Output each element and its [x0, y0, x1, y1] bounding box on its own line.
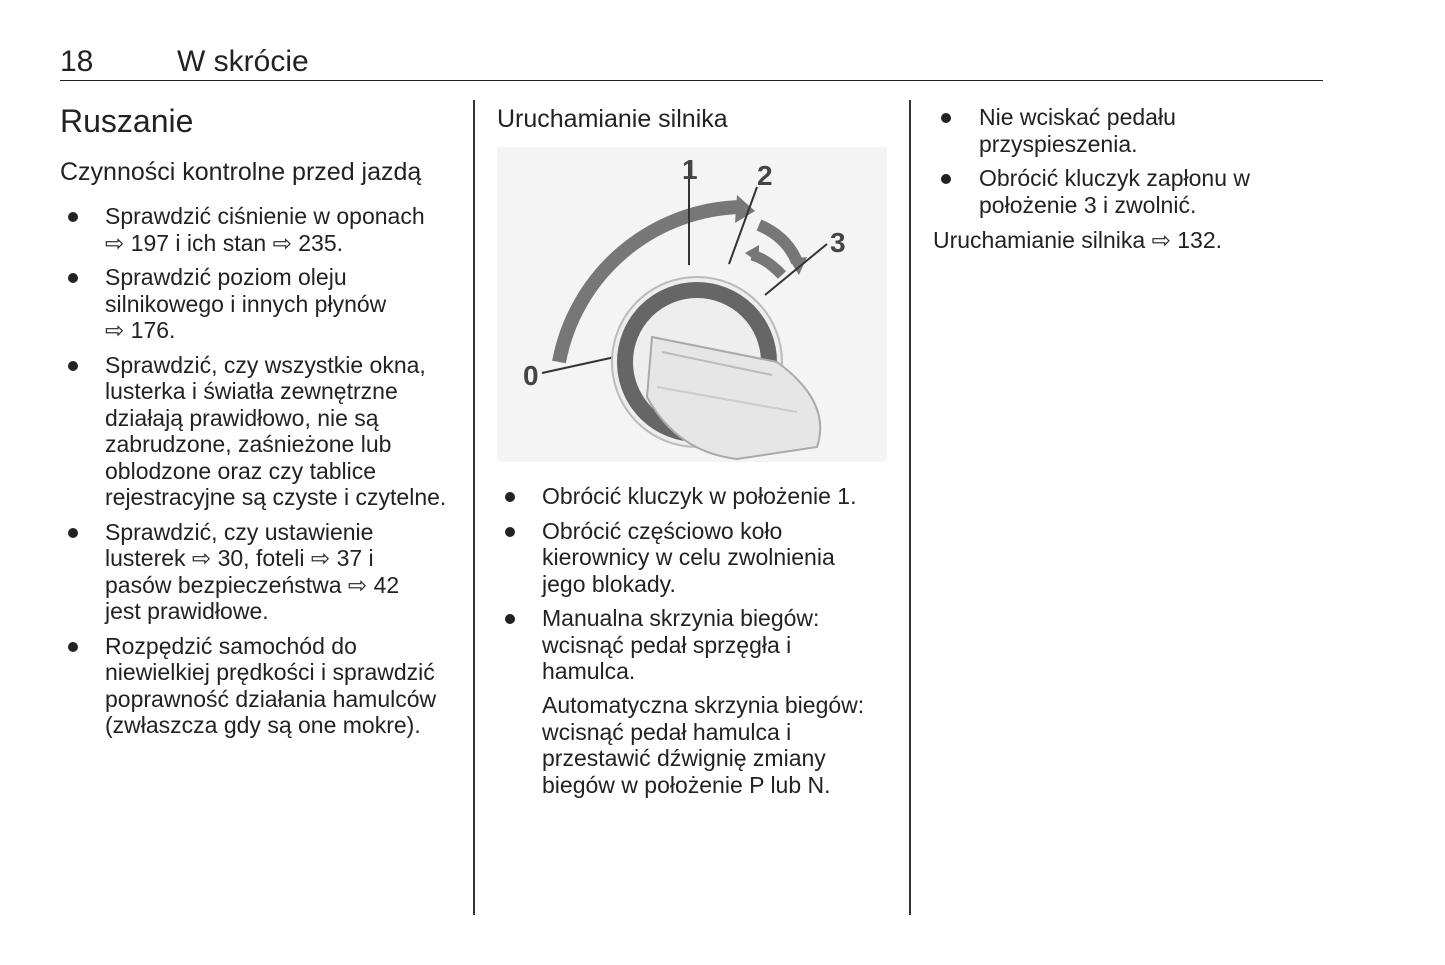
bullet-icon — [68, 641, 78, 652]
list-item-text: Nie wciskać pedału — [979, 104, 1176, 130]
bullet-icon — [505, 492, 515, 502]
list-item-text: Obrócić częściowo koło — [542, 517, 783, 544]
list-item-text: Obrócić kluczyk zapłonu w — [979, 165, 1250, 191]
list-item-text: położenie 3 i zwolnić. — [979, 191, 1197, 218]
paragraph-line: przestawić dźwignię zmiany — [542, 745, 826, 771]
position-label-0: 0 — [523, 360, 539, 391]
bullet-icon — [68, 273, 78, 283]
list-item-text: wcisnąć pedał sprzęgła i — [542, 631, 792, 658]
list-item-text: zabrudzone, zaśnieżone lub — [105, 431, 392, 457]
page-title: Ruszanie — [60, 103, 194, 139]
list-item: Sprawdzić, czy wszystkie okna,lusterka i… — [68, 352, 446, 511]
list-item-text: niewielkiej prędkości i sprawdzić — [105, 659, 435, 685]
position-label-1: 1 — [682, 154, 698, 185]
list-item-text: oblodzone oraz czy tablice — [105, 457, 377, 484]
list-item-text: Sprawdzić, czy wszystkie okna, — [105, 351, 426, 378]
list-item-text: Sprawdzić poziom oleju — [105, 264, 347, 290]
bullet-icon — [505, 526, 515, 537]
list-item-text: poprawność działania hamulców — [105, 685, 437, 712]
subheading: Czynności kontrolne przed jazdą — [60, 158, 422, 186]
section-title: W skrócie — [177, 45, 309, 78]
list-item-text: ⇨ 197 i ich stan ⇨ 235. — [105, 229, 344, 256]
list-item: Obrócić kluczyk w położenie 1. — [505, 483, 856, 510]
page-number: 18 — [60, 45, 94, 78]
bullet-icon — [68, 360, 78, 371]
paragraph-line: wcisnąć pedał hamulca i — [542, 718, 792, 745]
bullet-icon — [941, 174, 951, 184]
list-item-text: hamulca. — [542, 658, 636, 684]
list-item-text: pasów bezpieczeństwa ⇨ 42 — [105, 571, 400, 598]
list-item: Sprawdzić ciśnienie w oponach⇨ 197 i ich… — [68, 203, 446, 256]
ignition-key-illustration: 1 2 3 0 — [497, 147, 887, 462]
list-item-text: Sprawdzić ciśnienie w oponach — [105, 203, 425, 229]
paragraph-line: biegów w położenie P lub N. — [542, 771, 831, 798]
position-label-3: 3 — [830, 227, 846, 258]
list-item-text: (zwłaszcza gdy są one mokre). — [105, 712, 421, 738]
list-item-text: działają prawidłowo, nie są — [105, 404, 379, 431]
list-item-text: jest prawidłowe. — [105, 598, 269, 624]
list-item-text: Sprawdzić, czy ustawienie — [105, 518, 374, 545]
cross-reference: Uruchamianie silnika ⇨ 132. — [933, 227, 1223, 253]
bullet-icon — [941, 113, 951, 123]
list-item-text: silnikowego i innych płynów — [105, 290, 387, 317]
bullet-icon — [505, 614, 515, 624]
list-item: Manualna skrzynia biegów:wcisnąć pedał s… — [505, 605, 856, 685]
list-item-text: Rozpędzić samochód do — [105, 632, 357, 659]
column-divider — [909, 100, 911, 915]
bullet-icon — [68, 212, 78, 222]
checklist: Sprawdzić ciśnienie w oponach⇨ 197 i ich… — [68, 203, 446, 747]
bullet-icon — [68, 527, 78, 538]
list-item-text: rejestracyjne są czyste i czytelne. — [105, 484, 447, 510]
automatic-transmission-note: Automatyczna skrzynia biegów:wcisnąć ped… — [542, 692, 864, 798]
list-item-text: ⇨ 176. — [105, 317, 176, 343]
list-item-text: lusterka i światła zewnętrzne — [105, 378, 398, 404]
list-item-text: przyspieszenia. — [979, 130, 1138, 157]
list-item-text: Obrócić kluczyk w położenie 1. — [542, 483, 857, 509]
position-label-2: 2 — [757, 160, 773, 191]
list-item-text: lusterek ⇨ 30, foteli ⇨ 37 i — [105, 545, 374, 571]
paragraph-line: Automatyczna skrzynia biegów: — [542, 692, 865, 718]
section-heading: Uruchamianie silnika — [497, 105, 728, 133]
list-item-text: kierownicy w celu zwolnienia — [542, 544, 835, 570]
column-divider — [473, 100, 475, 915]
list-item-text: jego blokady. — [542, 570, 676, 597]
start-steps: Obrócić kluczyk w położenie 1. Obrócić cz… — [505, 483, 856, 693]
header-rule — [60, 80, 1323, 81]
list-item-text: Manualna skrzynia biegów: — [542, 605, 820, 631]
